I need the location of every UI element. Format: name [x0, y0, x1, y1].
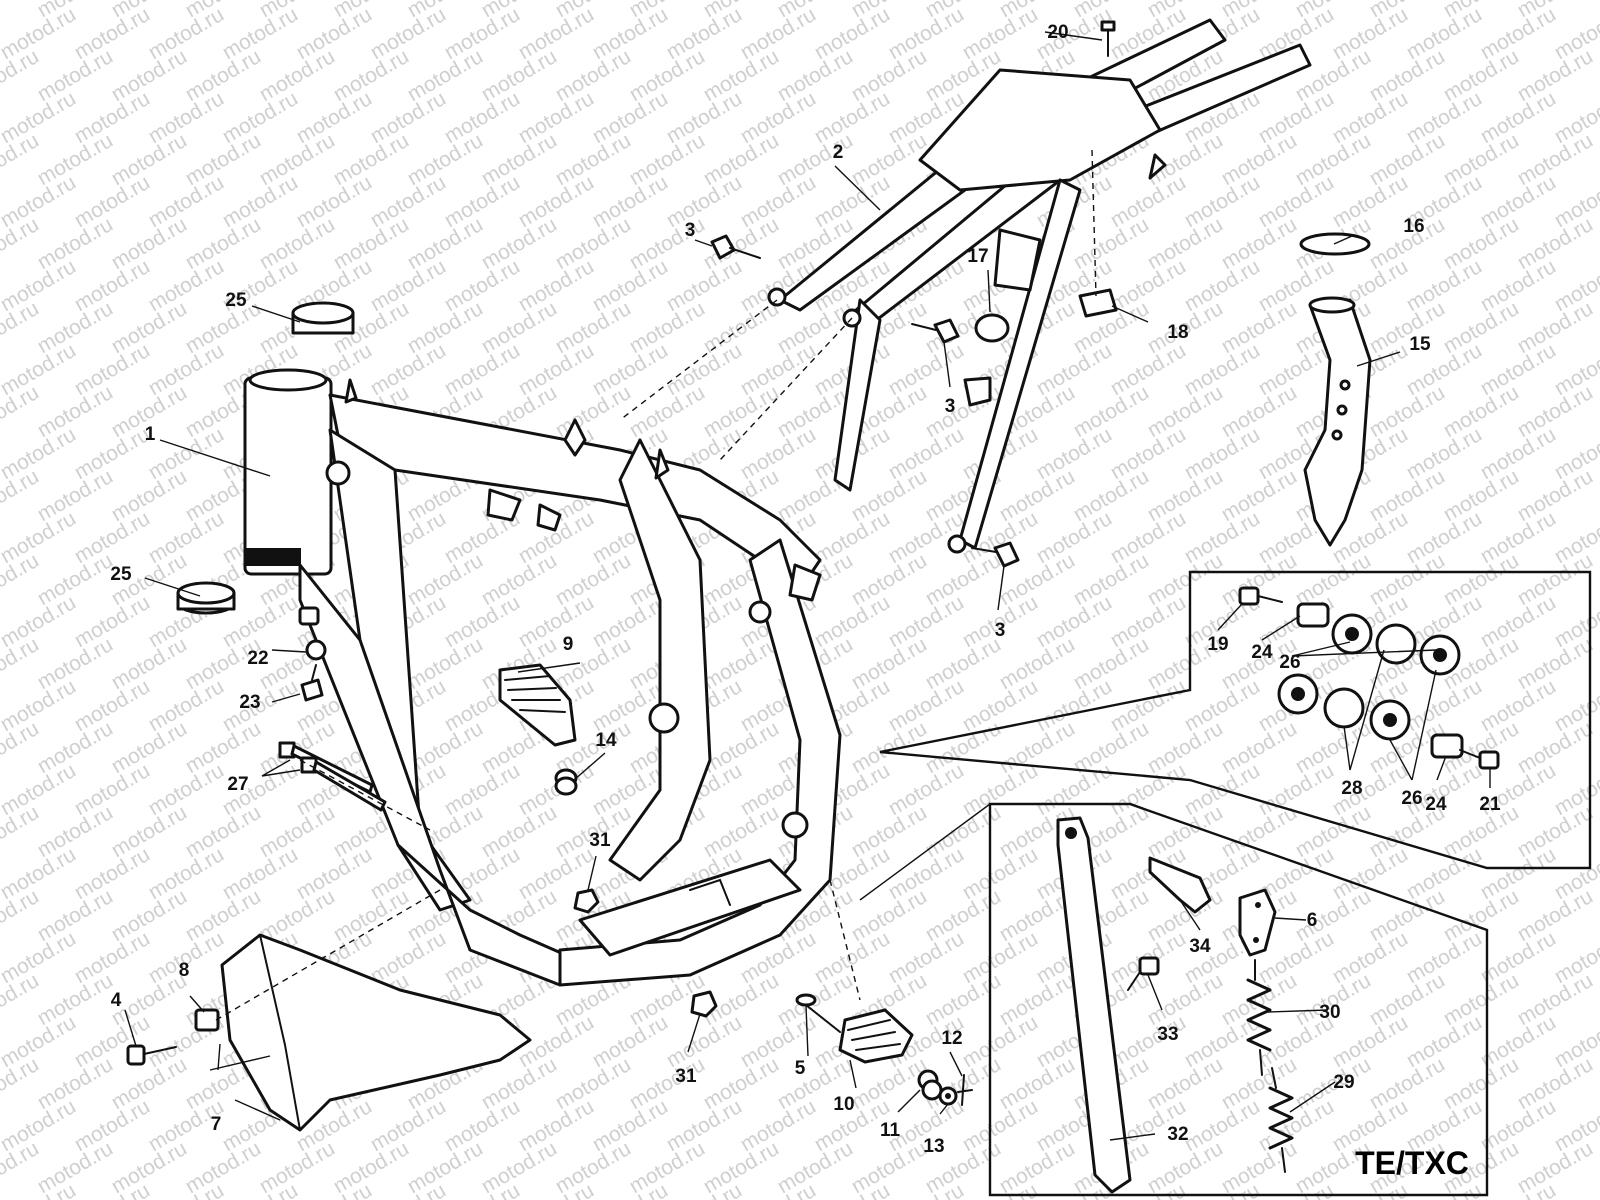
clip-12 [957, 1074, 973, 1106]
leader-lines [124, 31, 1491, 1141]
subframe-bolt-middle [911, 318, 960, 344]
callout-3-lower: 3 [995, 620, 1006, 641]
callout-26-lower: 26 [1401, 788, 1422, 809]
callout-34: 34 [1189, 936, 1211, 957]
subframe-bolt-lower [971, 541, 1020, 568]
callout-22: 22 [247, 648, 268, 669]
pin-5 [795, 993, 841, 1033]
callout-11: 11 [880, 1120, 901, 1141]
callout-30: 30 [1319, 1002, 1340, 1023]
bolt-4 [126, 1044, 177, 1066]
skid-plate-7 [220, 933, 532, 1132]
footpeg-right-10 [838, 1008, 914, 1064]
callout-7: 7 [211, 1114, 222, 1135]
bushing-8 [194, 1008, 220, 1032]
bolt-23 [300, 664, 324, 702]
grommet-17 [974, 313, 1010, 343]
callout-16: 16 [1403, 216, 1424, 237]
spring-14 [554, 768, 578, 796]
mud-guard-15 [1303, 296, 1372, 547]
callout-8: 8 [179, 960, 190, 981]
callout-25-top: 25 [225, 290, 247, 311]
callout-24-lower: 24 [1425, 794, 1447, 815]
callout-3-middle: 3 [945, 396, 956, 417]
callout-labels: 1 2 3 3 3 4 5 6 7 8 9 10 11 12 13 14 15 … [110, 22, 1501, 1181]
callout-24-upper: 24 [1251, 642, 1273, 663]
steering-bearing-bottom [176, 581, 236, 615]
callout-18: 18 [1167, 322, 1188, 343]
callout-9: 9 [563, 634, 574, 655]
steering-bearing-top [291, 301, 355, 335]
model-tag: TE/TXC [1355, 1145, 1469, 1181]
callout-5: 5 [795, 1058, 806, 1079]
nut-31-upper [573, 888, 600, 914]
callout-25-bottom: 25 [110, 564, 132, 585]
callout-10: 10 [833, 1094, 854, 1115]
callout-29: 29 [1333, 1072, 1354, 1093]
callout-3-upper: 3 [685, 220, 696, 241]
sidestand-detail-box [859, 802, 1489, 1197]
callout-15: 15 [1409, 334, 1431, 355]
nut-31-lower [690, 990, 718, 1018]
callout-28: 28 [1341, 778, 1362, 799]
callout-13: 13 [923, 1136, 944, 1157]
nut-22 [305, 639, 327, 661]
footpeg-left-9 [498, 663, 577, 747]
subframe-bolt-upper [710, 234, 761, 260]
washer-13 [938, 1086, 958, 1106]
rear-bolt-20 [1100, 20, 1116, 57]
callout-31-lower: 31 [675, 1066, 697, 1087]
callout-23: 23 [239, 692, 260, 713]
callout-4: 4 [111, 990, 122, 1011]
rear-subframe [767, 18, 1312, 554]
callout-12: 12 [941, 1028, 962, 1049]
callout-19: 19 [1207, 634, 1228, 655]
callout-31-upper: 31 [589, 830, 611, 851]
callout-17: 17 [967, 246, 988, 267]
callout-1: 1 [145, 424, 156, 445]
callout-33: 33 [1157, 1024, 1178, 1045]
callout-27: 27 [227, 774, 248, 795]
callout-14: 14 [595, 730, 617, 751]
callout-2: 2 [833, 142, 844, 163]
callout-6: 6 [1307, 910, 1318, 931]
callout-26-upper: 26 [1279, 652, 1300, 673]
callout-21: 21 [1479, 794, 1501, 815]
pivot-detail-box [879, 570, 1592, 870]
callout-20: 20 [1047, 22, 1068, 43]
spring-11 [917, 1069, 943, 1101]
fitting-near-headtube [298, 606, 320, 626]
callout-32: 32 [1167, 1124, 1188, 1145]
clip-18 [1078, 288, 1118, 318]
